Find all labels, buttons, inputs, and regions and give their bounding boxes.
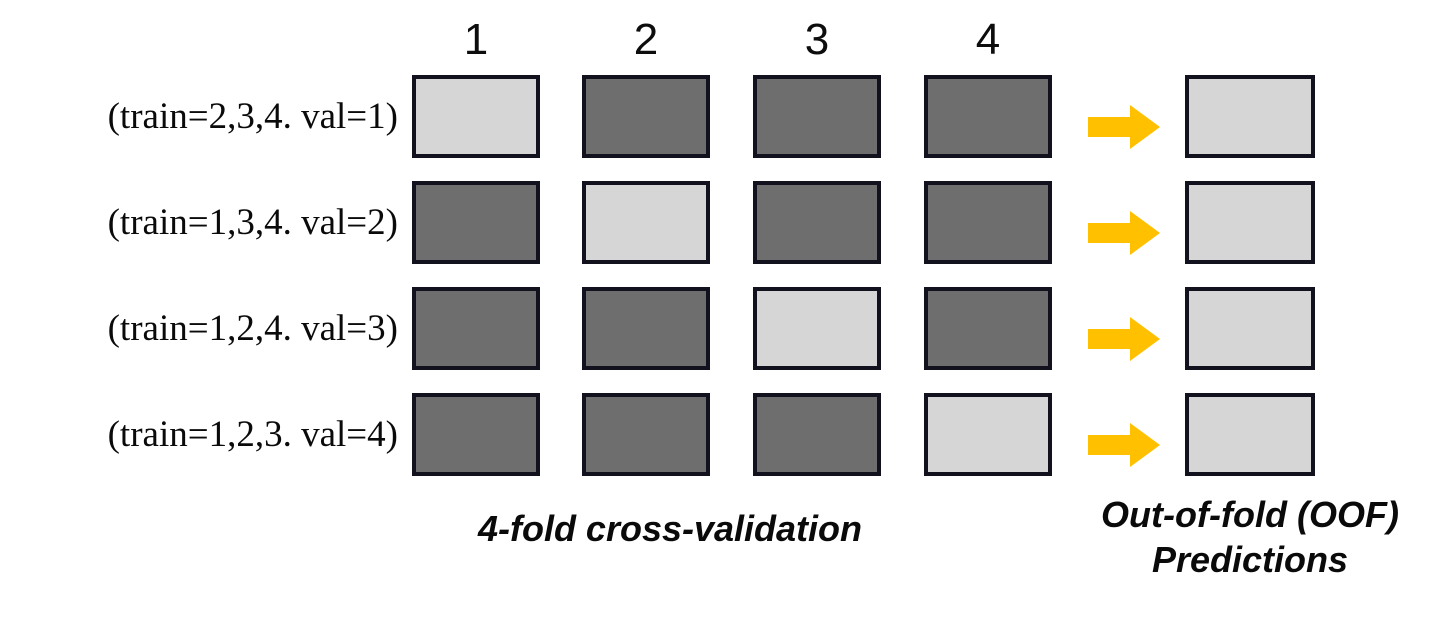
column-header-4: 4 (975, 15, 1001, 64)
caption-oof-line-2: Predictions (1151, 539, 1349, 580)
caption-oof-predictions: Out-of-fold (OOF) Predictions (1060, 492, 1434, 582)
fold-cell-r2c4 (924, 181, 1052, 264)
fold-cell-r1c2 (582, 75, 710, 158)
fold-cell-r2c3 (753, 181, 881, 264)
oof-block-row-4 (1185, 393, 1315, 476)
fold-cell-r4c3 (753, 393, 881, 476)
caption-oof-line-1: Out-of-fold (OOF) (1101, 494, 1399, 535)
fold-cell-r1c1 (412, 75, 540, 158)
oof-block-row-1 (1185, 75, 1315, 158)
fold-cell-r4c2 (582, 393, 710, 476)
fold-cell-r3c4 (924, 287, 1052, 370)
column-header-2: 2 (633, 15, 659, 64)
column-header-3: 3 (804, 15, 830, 64)
right-arrow-icon-row-2 (1088, 211, 1160, 255)
right-arrow-icon-row-3 (1088, 317, 1160, 361)
fold-cell-r3c3 (753, 287, 881, 370)
row-label-fold-4: (train=1,2,3. val=4) (107, 413, 398, 455)
fold-cell-r2c1 (412, 181, 540, 264)
oof-block-row-3 (1185, 287, 1315, 370)
fold-cell-r3c1 (412, 287, 540, 370)
right-arrow-icon-row-1 (1088, 105, 1160, 149)
right-arrow-icon-row-4 (1088, 423, 1160, 467)
row-label-fold-2: (train=1,3,4. val=2) (107, 201, 398, 243)
row-label-fold-3: (train=1,2,4. val=3) (107, 307, 398, 349)
fold-cell-r3c2 (582, 287, 710, 370)
column-header-1: 1 (463, 15, 489, 64)
fold-cell-r2c2 (582, 181, 710, 264)
row-label-fold-1: (train=2,3,4. val=1) (107, 95, 398, 137)
fold-cell-r1c4 (924, 75, 1052, 158)
oof-block-row-2 (1185, 181, 1315, 264)
fold-cell-r1c3 (753, 75, 881, 158)
fold-cell-r4c4 (924, 393, 1052, 476)
fold-cell-r4c1 (412, 393, 540, 476)
caption-cross-validation: 4-fold cross-validation (477, 508, 863, 549)
